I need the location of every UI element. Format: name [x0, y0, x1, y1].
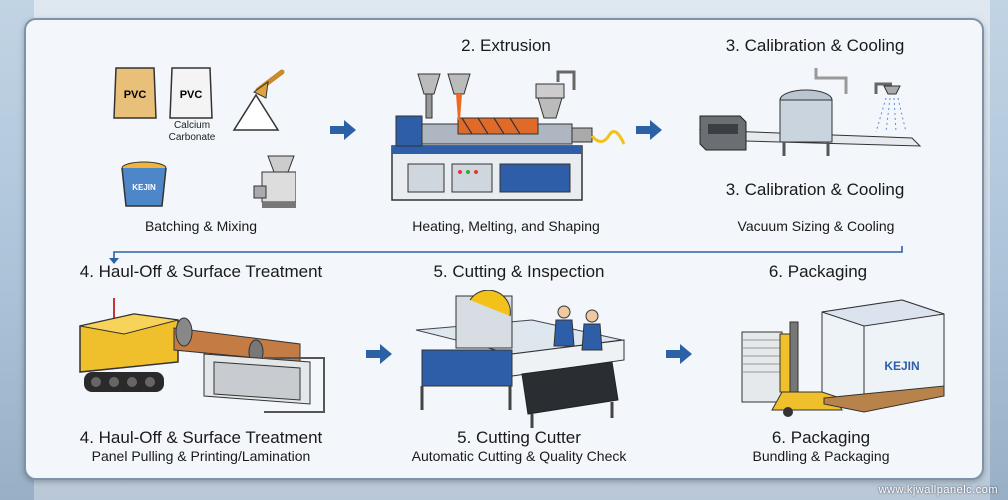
stage3-heading: 3. Calibration & Cooling — [725, 36, 905, 55]
stage4-title: 4. Haul-Off & Surface Treatment — [79, 428, 323, 447]
pvc-bag-icon: PVC — [113, 67, 157, 119]
stage5-title: 5. Cutting Cutter — [457, 428, 581, 447]
extruder-illustration — [391, 70, 626, 201]
mixer-machine-icon — [253, 155, 296, 208]
stage3-caption: Vacuum Sizing & Cooling — [737, 218, 895, 234]
stage1-caption: Batching & Mixing — [144, 218, 258, 234]
calcium-bag-icon: PVC — [169, 67, 213, 119]
cutting-illustration — [415, 290, 625, 428]
watermark: www.kjwallpanelc.com — [878, 484, 998, 496]
stage2-heading: 2. Extrusion — [461, 36, 551, 55]
flow-arrow-icon — [666, 344, 692, 364]
stage4-heading: 4. Haul-Off & Surface Treatment — [79, 262, 323, 281]
stage3-title: 3. Calibration & Cooling — [725, 180, 905, 199]
haul-off-illustration — [79, 298, 325, 413]
calcium-carbonate-label: Calcium Carbonate — [168, 120, 216, 143]
background-window — [990, 0, 1008, 500]
flow-arrow-icon — [636, 120, 662, 140]
stage6-heading: 6. Packaging — [768, 262, 868, 281]
bucket-brand: KEJIN — [132, 183, 156, 192]
pvc-bag-label: PVC — [124, 89, 147, 101]
calibration-illustration — [698, 68, 922, 156]
stage2-caption: Heating, Melting, and Shaping — [412, 218, 600, 234]
calcium-bag-label: PVC — [180, 89, 203, 101]
flow-arrow-icon — [330, 120, 356, 140]
process-card: PVC PVC KEJIN Calcium Carbonate Batching… — [24, 18, 984, 480]
stage6-title: 6. Packaging — [771, 428, 871, 447]
batching-illustration: PVC PVC KEJIN — [113, 67, 296, 208]
box-brand: KEJIN — [884, 359, 919, 373]
stage5-caption: Automatic Cutting & Quality Check — [411, 448, 627, 464]
worker-icon — [581, 309, 603, 351]
packaging-illustration: KEJIN — [741, 299, 945, 417]
row-connector-arrow — [109, 246, 903, 264]
stage6-caption: Bundling & Packaging — [752, 448, 890, 464]
flow-arrow-icon — [366, 344, 392, 364]
kejin-bucket-icon: KEJIN — [121, 161, 167, 207]
worker-icon — [553, 305, 575, 347]
stage4-caption: Panel Pulling & Printing/Lamination — [91, 448, 311, 464]
stage5-heading: 5. Cutting & Inspection — [433, 262, 605, 281]
powder-scoop-icon — [232, 69, 285, 131]
